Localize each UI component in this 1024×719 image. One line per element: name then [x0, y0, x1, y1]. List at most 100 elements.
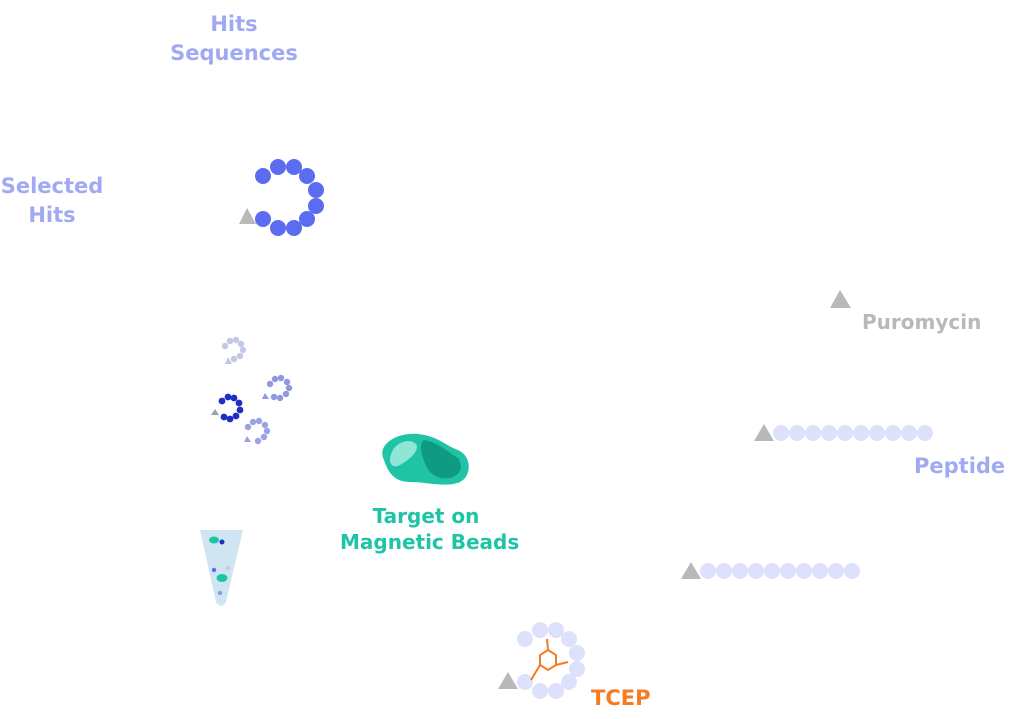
bead: [517, 674, 533, 690]
bead: [561, 631, 577, 647]
bead: [261, 421, 269, 429]
selected-hit-puromycin-triangle: [239, 208, 256, 224]
puromycin-text: Puromycin: [862, 310, 982, 334]
bead: [236, 406, 244, 414]
bead: [844, 563, 860, 579]
bead: [308, 198, 324, 214]
bead: [239, 346, 247, 354]
bead: [517, 631, 533, 647]
triangle: [225, 357, 232, 364]
bead: [232, 412, 240, 420]
small-cyclic-peptide-pale: [221, 336, 247, 364]
bead: [532, 683, 548, 699]
tcep-label: TCEP: [591, 684, 650, 713]
bead: [266, 380, 274, 388]
tcep-arm: [546, 638, 549, 651]
tcep-hexagon: [539, 648, 557, 672]
bead: [569, 661, 585, 677]
triangle: [262, 393, 269, 399]
bead: [254, 437, 262, 445]
hits-sequences-line-2: Sequences: [170, 41, 298, 65]
tube-peptide: [217, 590, 223, 596]
triangle: [244, 436, 251, 442]
triangle: [498, 672, 518, 689]
bead: [748, 563, 764, 579]
bead: [286, 220, 302, 236]
bead: [732, 563, 748, 579]
bead: [869, 425, 885, 441]
tube-peptide: [211, 567, 217, 573]
bead: [276, 394, 284, 402]
bead: [286, 159, 302, 175]
tcep-text: TCEP: [591, 686, 651, 710]
small-cyclic-peptide-dark: [211, 393, 244, 423]
bead: [270, 220, 286, 236]
bead: [828, 563, 844, 579]
bead: [773, 425, 789, 441]
bead: [569, 645, 585, 661]
bead: [805, 425, 821, 441]
small-cyclic-peptide-mid-bottom: [244, 417, 271, 445]
bead: [885, 425, 901, 441]
target-line-2: Magnetic Beads: [340, 530, 520, 554]
target-line-1: Target on: [372, 504, 480, 528]
bead: [548, 683, 564, 699]
bead: [561, 674, 577, 690]
tube-bead: [209, 536, 219, 544]
tcep-linker-icon: [530, 638, 569, 681]
selected-hit-cyclic-peptide: [239, 159, 324, 236]
bead: [308, 182, 324, 198]
bead: [282, 390, 290, 398]
bead: [218, 397, 226, 405]
tube-bead: [216, 574, 228, 582]
bead: [270, 159, 286, 175]
tcep-cyclic-peptide: [498, 622, 585, 699]
bead: [226, 337, 234, 345]
linear-peptide-2: [681, 562, 860, 579]
bead: [780, 563, 796, 579]
small-cyclic-peptide-mid-right: [262, 374, 293, 402]
bead: [230, 355, 238, 363]
magnetic-bead-icon: [382, 433, 469, 485]
bead: [853, 425, 869, 441]
bead: [236, 352, 244, 360]
selected-hits-label: Selected Hits: [0, 172, 104, 230]
tube-icon: [200, 530, 243, 606]
puromycin-label: Puromycin: [862, 308, 981, 337]
bead: [232, 336, 240, 344]
tube-body: [200, 530, 243, 606]
bead: [255, 168, 271, 184]
bead: [255, 417, 263, 425]
tcep-arm: [555, 661, 569, 666]
peptide-label: Peptide: [914, 452, 1005, 481]
tube-peptide: [225, 565, 231, 571]
bead: [263, 427, 271, 435]
hits-sequences-line-1: Hits: [210, 12, 258, 36]
triangle: [681, 562, 701, 579]
bead-highlight: [390, 441, 417, 467]
bead: [812, 563, 828, 579]
bead: [796, 563, 812, 579]
bead: [532, 622, 548, 638]
puromycin-triangle-icon: [830, 290, 851, 308]
triangle: [211, 409, 219, 415]
bead: [277, 374, 285, 382]
peptide-text: Peptide: [914, 454, 1006, 478]
bead: [271, 375, 279, 383]
bead: [244, 423, 252, 431]
target-label: Target on Magnetic Beads: [340, 503, 520, 555]
bead: [230, 394, 238, 402]
bead: [226, 415, 234, 423]
bead: [224, 393, 232, 401]
selected-hits-line-2: Hits: [28, 203, 76, 227]
bead: [789, 425, 805, 441]
bead: [285, 384, 293, 392]
bead: [837, 425, 853, 441]
tcep-arm: [530, 664, 541, 681]
bead: [235, 399, 243, 407]
bead-inner-shade: [420, 440, 461, 479]
bead: [249, 418, 257, 426]
bead: [221, 342, 229, 350]
bead: [270, 393, 278, 401]
